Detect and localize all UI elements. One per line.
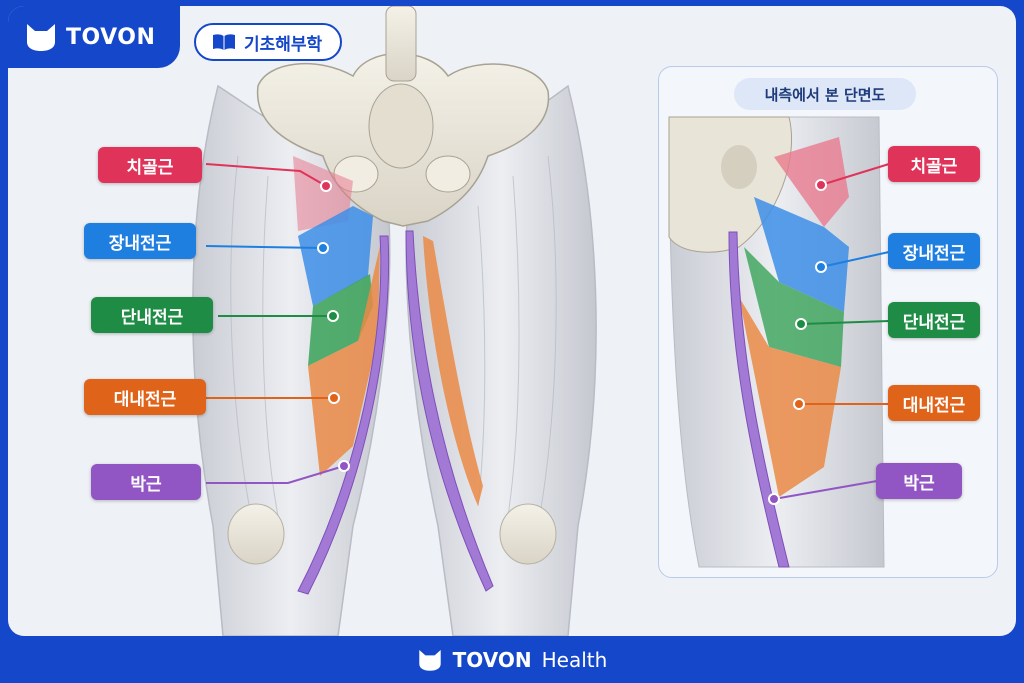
anatomy-illustration bbox=[192, 6, 597, 636]
inset-label-pectineus: 치골근 bbox=[888, 146, 980, 182]
inset-title: 내측에서 본 단면도 bbox=[734, 78, 916, 110]
footer-brand-suffix: Health bbox=[541, 647, 608, 672]
label-adductor-brevis: 단내전근 bbox=[91, 297, 213, 333]
brand-name: TOVON bbox=[66, 24, 156, 50]
footer-brand-name: TOVON bbox=[452, 647, 532, 672]
adductor-magnus-muscle bbox=[308, 246, 380, 476]
inset-label-adductor-magnus: 대내전근 bbox=[888, 385, 980, 421]
adductor-longus-muscle bbox=[298, 206, 373, 306]
gracilis-muscle bbox=[297, 235, 390, 595]
category-badge-text: 기초해부학 bbox=[244, 34, 323, 55]
cat-logo-icon bbox=[418, 649, 441, 671]
inset-label-gracilis: 박근 bbox=[876, 463, 962, 499]
label-adductor-magnus: 대내전근 bbox=[84, 379, 206, 415]
inset-label-adductor-longus: 장내전근 bbox=[888, 233, 980, 269]
footer-brand: TOVON Health bbox=[0, 636, 1024, 683]
medial-view-illustration bbox=[668, 116, 890, 568]
cat-logo-icon bbox=[27, 24, 55, 51]
label-pectineus: 치골근 bbox=[98, 147, 202, 183]
adductor-brevis-muscle bbox=[308, 274, 373, 366]
label-adductor-longus: 장내전근 bbox=[84, 223, 196, 259]
book-icon bbox=[213, 34, 235, 50]
category-badge: 기초해부학 bbox=[194, 23, 343, 61]
label-gracilis: 박근 bbox=[91, 464, 201, 500]
brand-logo[interactable]: TOVON bbox=[8, 6, 180, 68]
inset-label-adductor-brevis: 단내전근 bbox=[888, 302, 980, 338]
